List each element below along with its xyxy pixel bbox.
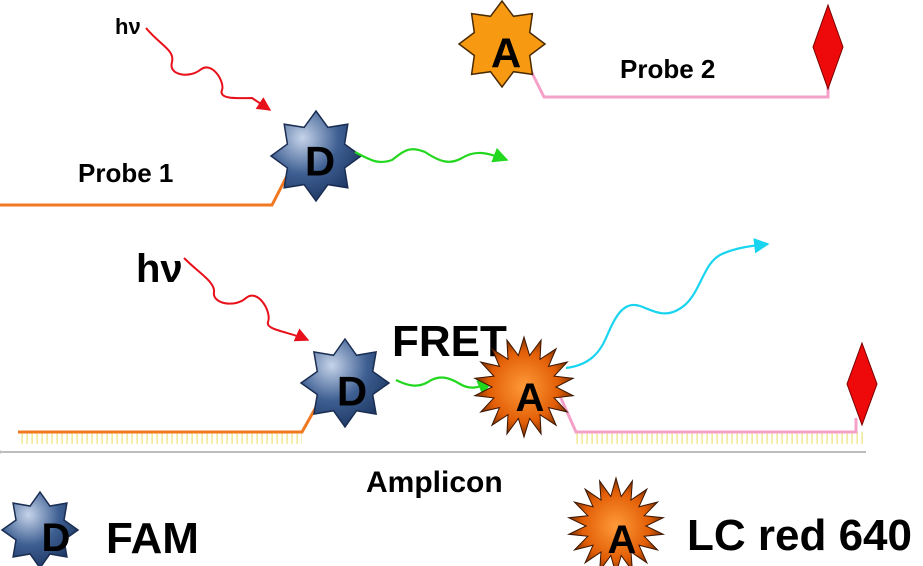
acceptor-fluorophore-top: A (457, 0, 547, 89)
legend-donor-name: FAM (106, 514, 199, 563)
excitation-wave-top (145, 27, 272, 111)
donor-letter-top: D (305, 138, 335, 185)
probe1-hybrid-ticks (18, 432, 302, 444)
fret-label: FRET (392, 317, 507, 366)
probe1-strand (0, 169, 292, 207)
donor-fluorophore-bound: D (299, 337, 391, 429)
photon-label-mid: hν (136, 247, 183, 291)
legend-acceptor-letter: A (608, 518, 637, 562)
donor-letter-bound: D (337, 368, 367, 415)
quencher-diamond-top (812, 3, 844, 91)
photon-label-top: hν (115, 14, 141, 39)
acceptor-letter-bound: A (516, 376, 545, 420)
excitation-wave-mid (183, 257, 310, 342)
probe1-label: Probe 1 (78, 158, 173, 188)
legend-donor: D FAM (0, 490, 199, 566)
probe2-bound-strand (558, 395, 858, 434)
acceptor-fluorophore-bound: A (473, 335, 575, 439)
legend-acceptor-name: LC red 640 (687, 511, 912, 560)
amplicon-label: Amplicon (366, 466, 503, 499)
legend-donor-letter: D (42, 516, 71, 560)
acceptor-letter-top: A (491, 30, 521, 77)
probe2-label: Probe 2 (620, 54, 715, 84)
fret-transfer-wave (395, 376, 494, 395)
donor-fluorophore-top: D (269, 109, 363, 203)
probe1-bound-strand (18, 399, 322, 434)
acceptor-emission-wave (565, 238, 770, 370)
quencher-diamond-bound (846, 341, 878, 427)
donor-emission-wave-top (354, 147, 509, 164)
probe2-hybrid-ticks (576, 432, 864, 444)
legend-acceptor: A LC red 640 (566, 476, 912, 566)
